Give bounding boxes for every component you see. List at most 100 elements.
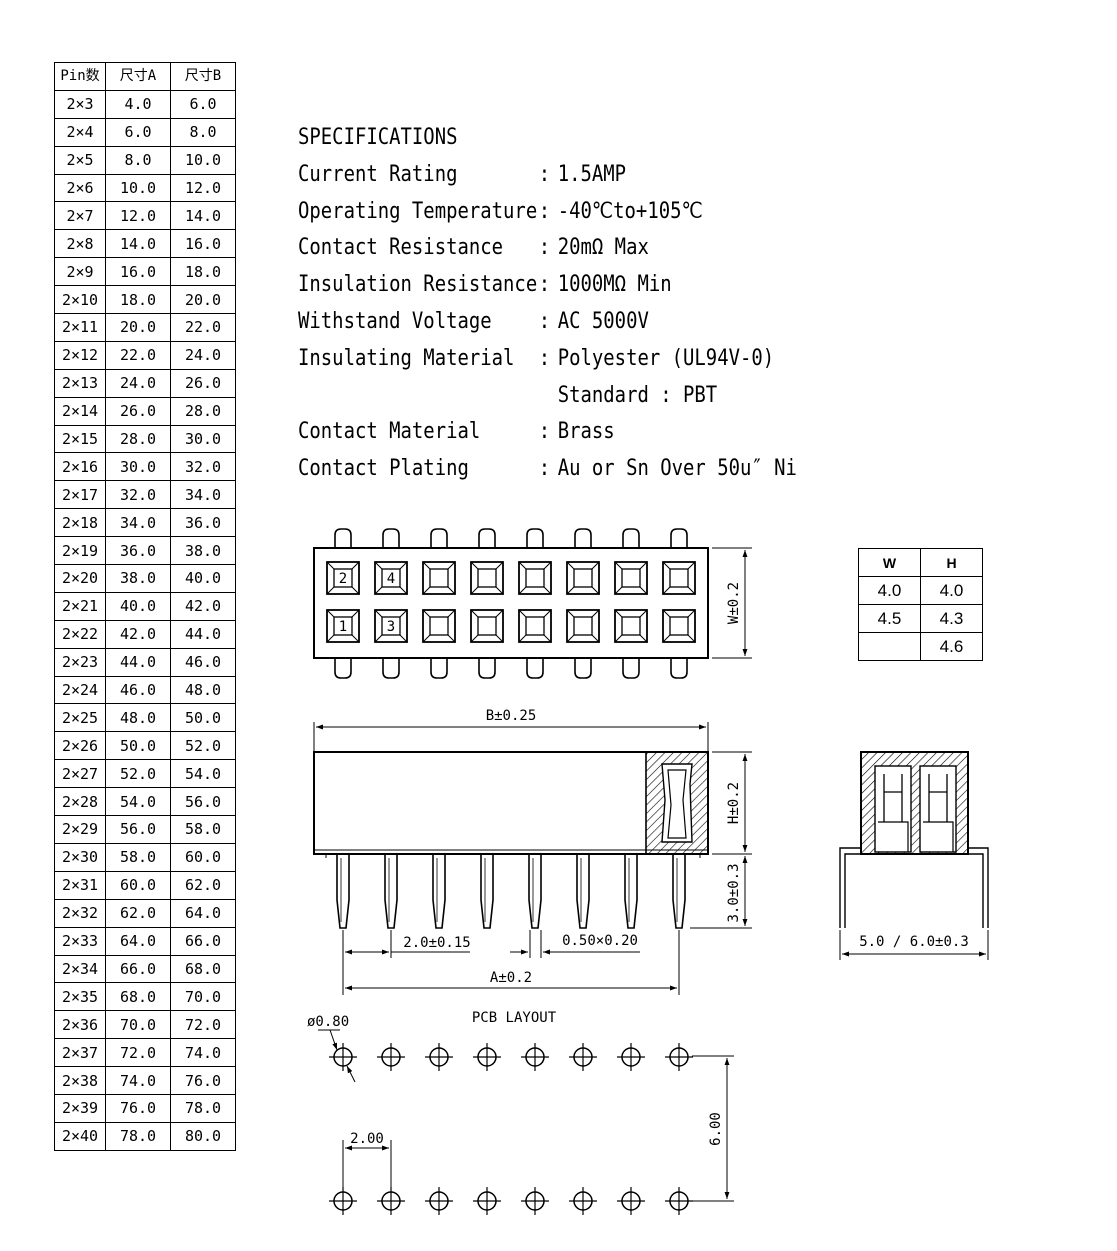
- size-a-cell: 40.0: [105, 591, 171, 621]
- contact-cell: [518, 561, 552, 595]
- pcb-hole-crosshair: [569, 1043, 597, 1071]
- spec-value: Polyester (UL94V-0): [557, 345, 775, 371]
- size-b-cell: 40.0: [170, 564, 236, 593]
- pin-label-2: 2: [339, 571, 347, 587]
- size-b-cell: 68.0: [170, 954, 236, 984]
- contact-cell: [662, 609, 696, 643]
- pin-count-cell: 2×40: [54, 1121, 106, 1151]
- top-pin-upper: [382, 528, 400, 548]
- spec-colon: :: [538, 235, 551, 261]
- pcb-layout: [318, 1029, 734, 1215]
- top-view: [313, 528, 752, 679]
- size-b-cell: 36.0: [170, 508, 236, 538]
- spec-value: Au or Sn Over 50u″ Ni: [557, 456, 797, 482]
- size-b-cell: 66.0: [170, 926, 236, 956]
- contact-cell: [326, 609, 360, 643]
- side-pin: [576, 854, 590, 929]
- pin-count-cell: 2×24: [54, 675, 106, 705]
- size-a-cell: 10.0: [105, 173, 171, 203]
- spec-colon: :: [538, 456, 551, 482]
- contact-inner: [477, 568, 497, 588]
- contact-bevel: [326, 561, 360, 595]
- size-a-cell: 6.0: [105, 117, 171, 147]
- top-pin-lower: [430, 658, 448, 679]
- contact-cell: [566, 609, 600, 643]
- contact-inner: [429, 568, 449, 588]
- contact-cell: [470, 561, 504, 595]
- pin-count-cell: 2×19: [54, 536, 106, 566]
- contact-bevel: [518, 609, 552, 643]
- pin-count-cell: 2×10: [54, 285, 106, 315]
- pin-count-cell: 2×35: [54, 982, 106, 1012]
- contact-bevel: [422, 609, 456, 643]
- contact-bevel: [614, 561, 648, 595]
- contact-inner: [333, 616, 353, 636]
- pin-count-cell: 2×34: [54, 954, 106, 984]
- pcb-hole-crosshair: [329, 1043, 357, 1071]
- size-b-cell: 50.0: [170, 703, 236, 733]
- size-a-cell: 30.0: [105, 452, 171, 482]
- pin-count-cell: 2×37: [54, 1038, 106, 1068]
- size-a-cell: 12.0: [105, 201, 171, 231]
- contact-inner: [525, 616, 545, 636]
- contact-inner: [621, 616, 641, 636]
- contact-inner: [525, 568, 545, 588]
- contact-bevel: [374, 561, 408, 595]
- spec-colon: :: [538, 345, 551, 371]
- spec-label: Current Rating: [298, 161, 458, 187]
- contact-inner: [573, 568, 593, 588]
- hole-diameter-label: ø0.80: [307, 1014, 349, 1030]
- contact-inner: [669, 568, 689, 588]
- size-a-cell: 8.0: [105, 145, 171, 175]
- pin-count-cell: 2×3: [54, 89, 106, 119]
- pin-count-cell: 2×22: [54, 619, 106, 649]
- pin-count-cell: 2×38: [54, 1066, 106, 1095]
- contact-cell: [518, 609, 552, 643]
- pcb-hole-crosshair: [521, 1043, 549, 1071]
- size-b-cell: 12.0: [170, 173, 236, 203]
- end-width-dimension-label: 5.0 / 6.0±0.3: [859, 934, 969, 950]
- pcb-hole-crosshair: [377, 1187, 405, 1215]
- size-a-cell: 20.0: [105, 313, 171, 342]
- contact-bevel: [422, 561, 456, 595]
- end-view: [839, 751, 989, 960]
- size-b-cell: 44.0: [170, 619, 236, 649]
- spec-label: Operating Temperature: [298, 198, 538, 224]
- width-dimension-label: W±0.2: [726, 582, 742, 624]
- pin-count-cell: 2×17: [54, 480, 106, 510]
- side-standoff: [325, 854, 701, 858]
- pcb-hole-crosshair: [617, 1043, 645, 1071]
- top-pin-lower: [574, 658, 592, 679]
- contact-cell: [614, 609, 648, 643]
- spec-label: Contact Plating: [298, 456, 469, 482]
- contact-cell: [566, 561, 600, 595]
- contact-cell: [326, 561, 360, 595]
- pin-count-cell: 2×15: [54, 424, 106, 454]
- pcb-layout-title: PCB LAYOUT: [472, 1010, 557, 1026]
- contact-cell: [374, 561, 408, 595]
- top-pin-upper: [334, 528, 352, 548]
- contact-inner: [333, 568, 353, 588]
- size-b-cell: 22.0: [170, 313, 236, 342]
- side-pin: [528, 854, 542, 929]
- spec-value: -40℃to+105℃: [557, 198, 703, 224]
- contact-cell: [470, 609, 504, 643]
- contact-bevel: [470, 609, 504, 643]
- spec-value: Brass: [557, 419, 615, 445]
- top-pin-upper: [622, 528, 640, 548]
- side-pin: [384, 854, 398, 929]
- spec-value: AC 5000V: [557, 308, 649, 334]
- w-cell: 4.0: [858, 576, 921, 605]
- size-a-cell: 18.0: [105, 285, 171, 315]
